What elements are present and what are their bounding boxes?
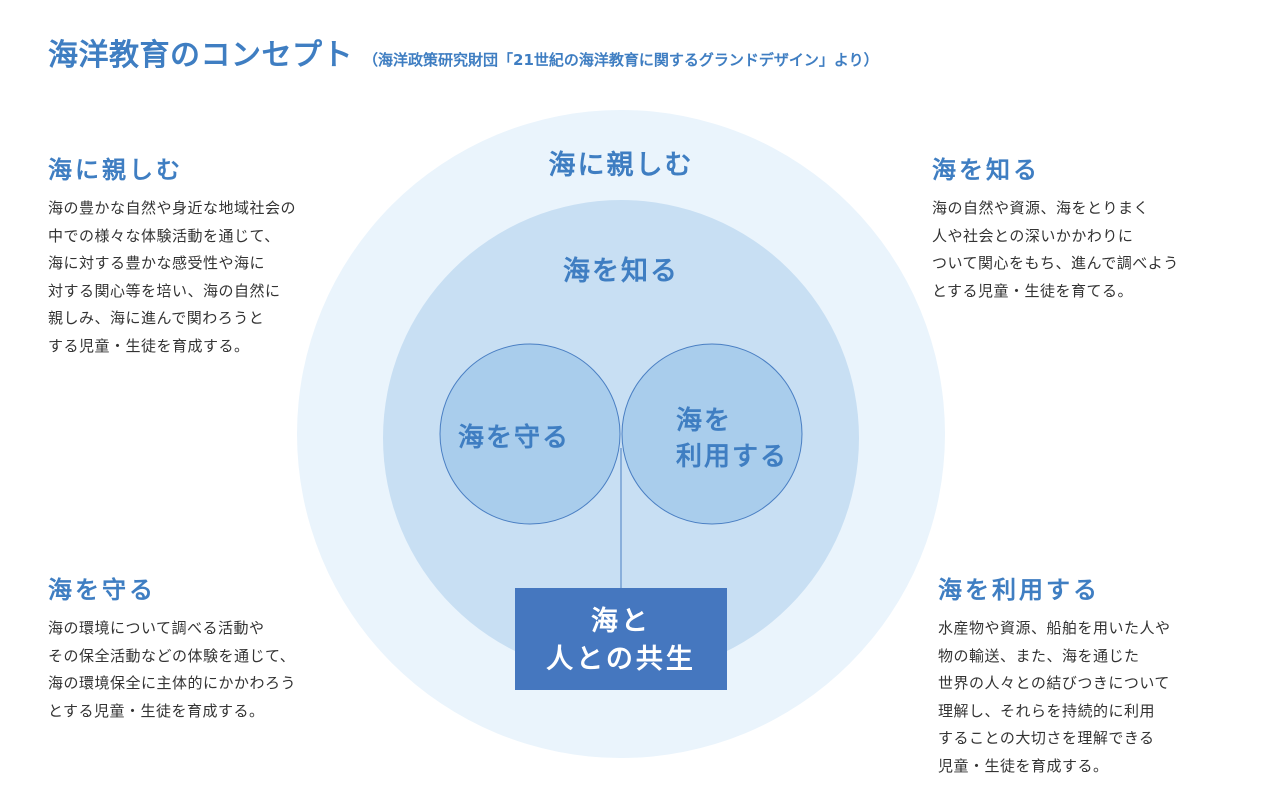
block-line: その保全活動などの体験を通じて、 <box>48 646 296 665</box>
block-line: 物の輸送、また、海を通じた <box>938 646 1140 665</box>
block-line: 世界の人々との結びつきについて <box>938 674 1170 692</box>
block-line: 対する関心等を培い、海の自然に <box>48 281 281 300</box>
block-shitashimu: 海に親しむ 海の豊かな自然や身近な地域社会の 中での様々な体験活動を通じて、 海… <box>48 150 296 360</box>
block-line: 海の豊かな自然や身近な地域社会の <box>48 199 297 217</box>
block-shiru: 海を知る 海の自然や資源、海をとりまく 人や社会との深いかかわりに ついて関心を… <box>932 150 1179 305</box>
title-main: 海洋教育のコンセプト <box>48 38 353 73</box>
right-circle-label-line1: 海を <box>676 406 732 436</box>
block-line: とする児童・生徒を育てる。 <box>932 281 1134 300</box>
block-line: 水産物や資源、船舶を用いた人や <box>938 619 1171 637</box>
center-box-line1: 海と <box>591 606 651 637</box>
block-line: とする児童・生徒を育成する。 <box>48 701 265 720</box>
block-line: する児童・生徒を育成する。 <box>48 336 250 355</box>
block-line: 理解し、それらを持続的に利用 <box>938 701 1156 720</box>
block-line: することの大切さを理解できる <box>938 729 1155 747</box>
block-heading: 海を利用する <box>938 576 1100 604</box>
block-mamoru: 海を守る 海の環境について調べる活動や その保全活動などの体験を通じて、 海の環… <box>48 570 296 725</box>
left-circle-label: 海を守る <box>458 422 570 453</box>
title-source: （海洋政策研究財団「21世紀の海洋教育に関するグランドデザイン」より） <box>363 51 879 69</box>
right-circle <box>621 343 803 525</box>
block-line: 親しみ、海に進んで関わろうと <box>48 309 265 327</box>
center-box-line2: 人との共生 <box>546 644 696 675</box>
block-heading: 海を知る <box>932 156 1040 184</box>
block-line: 中での様々な体験活動を通じて、 <box>48 226 280 245</box>
center-box <box>515 588 727 690</box>
outer-circle-label: 海に親しむ <box>549 150 694 181</box>
block-line: 海の環境について調べる活動や <box>48 619 265 637</box>
block-riyou: 海を利用する 水産物や資源、船舶を用いた人や 物の輸送、また、海を通じた 世界の… <box>938 570 1171 780</box>
block-heading: 海を守る <box>48 576 156 604</box>
block-line: ついて関心をもち、進んで調べよう <box>932 254 1179 272</box>
right-circle-label-line2: 利用する <box>676 442 788 472</box>
block-line: 児童・生徒を育成する。 <box>938 756 1109 775</box>
page-title: 海洋教育のコンセプト （海洋政策研究財団「21世紀の海洋教育に関するグランドデザイ… <box>48 30 879 74</box>
block-line: 海に対する豊かな感受性や海に <box>48 254 266 272</box>
block-line: 人や社会との深いかかわりに <box>932 226 1134 245</box>
block-line: 海の自然や資源、海をとりまく <box>932 199 1150 217</box>
block-heading: 海に親しむ <box>48 156 183 184</box>
middle-circle <box>383 200 859 676</box>
block-line: 海の環境保全に主体的にかかわろう <box>48 674 297 692</box>
middle-circle-label: 海を知る <box>563 256 679 287</box>
left-circle <box>439 343 621 525</box>
